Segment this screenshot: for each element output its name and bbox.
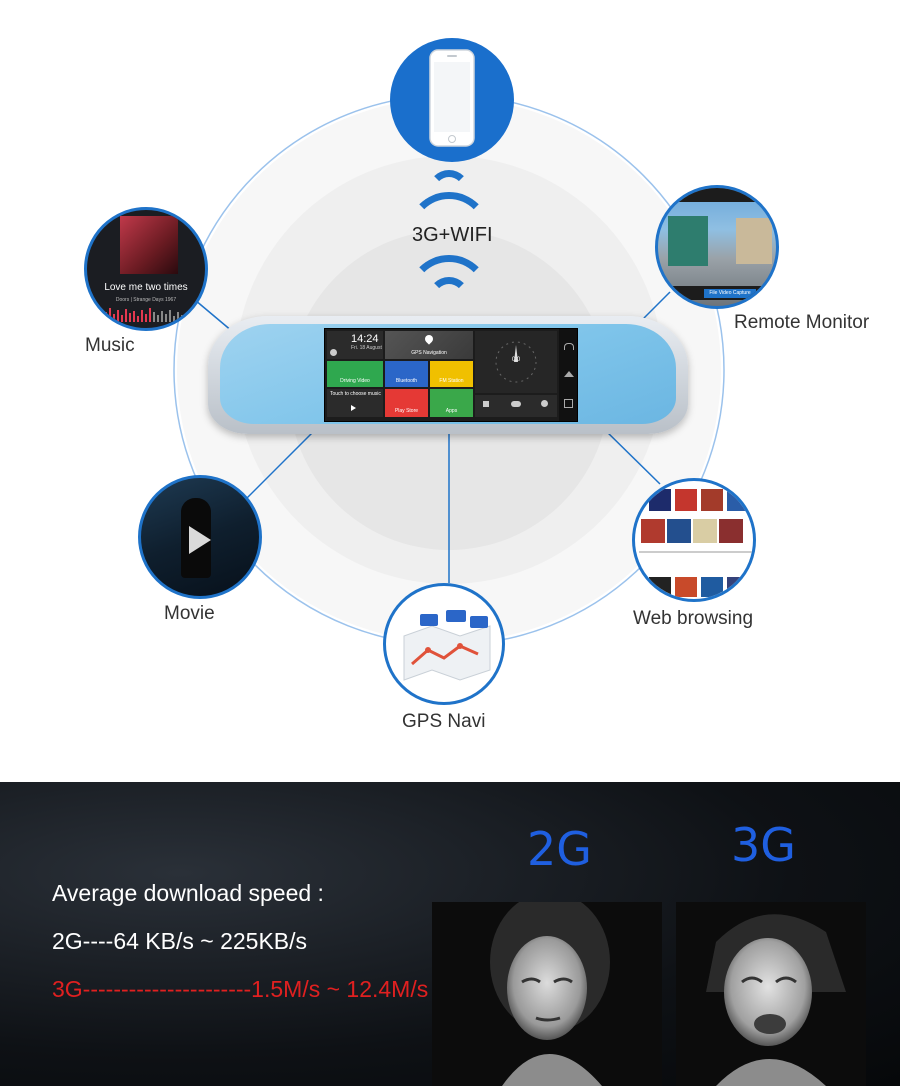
music-player-widget[interactable]: Touch to choose music xyxy=(327,389,383,417)
gps-label: GPS Navi xyxy=(402,711,486,732)
home-icon[interactable] xyxy=(564,371,574,377)
tile-bluetooth-label: Bluetooth xyxy=(395,378,418,384)
music-song-subtitle: Doors | Strange Days 1967 xyxy=(115,297,177,303)
gps-bubble xyxy=(383,583,505,705)
remote-monitor-label: Remote Monitor xyxy=(734,312,870,333)
download-speed-section: Average download speed : 2G----64 KB/s ~… xyxy=(0,782,900,1086)
music-label: Music xyxy=(85,335,135,356)
car-icon[interactable] xyxy=(511,401,521,407)
screen-side-bar xyxy=(559,329,577,421)
connector-web xyxy=(604,429,661,485)
wifi-wave-lower-large-icon xyxy=(407,255,491,339)
file-video-capture-button[interactable]: File Video Capture xyxy=(704,289,756,298)
web-thumb-3 xyxy=(701,489,723,511)
back-icon[interactable] xyxy=(564,343,574,350)
music-bubble: Love me two times Doors | Strange Days 1… xyxy=(84,207,208,331)
web-thumb-8 xyxy=(719,519,743,543)
clock-date: Fri. 18 August xyxy=(351,345,382,351)
speedometer-dial-icon xyxy=(495,341,537,383)
web-thumb-4 xyxy=(727,489,749,511)
volume-down-icon[interactable] xyxy=(483,401,489,407)
web-thumb-6 xyxy=(667,519,691,543)
mirror-dashcam: 14:24 Fri. 18 August GPS Navigation 0.0 xyxy=(208,316,688,434)
folded-map-icon xyxy=(403,610,491,681)
connector-movie xyxy=(244,429,316,501)
web-thumb-11 xyxy=(701,577,723,597)
tile-driving-video[interactable]: Driving Video xyxy=(327,361,383,387)
music-waveform-icon xyxy=(105,308,183,322)
face-3g-illustration xyxy=(676,902,866,1086)
play-icon[interactable] xyxy=(189,526,211,554)
play-icon[interactable] xyxy=(351,405,356,411)
web-browsing-label: Web browsing xyxy=(633,608,754,629)
tag-2g: 2G xyxy=(527,822,592,876)
mirror-screen: 14:24 Fri. 18 August GPS Navigation 0.0 xyxy=(324,328,578,422)
panel-2g-image xyxy=(432,902,662,1086)
web-thumb-5 xyxy=(641,519,665,543)
music-song-title: Love me two times xyxy=(104,282,188,293)
gps-navigation-label: GPS Navigation xyxy=(411,350,447,356)
web-thumb-7 xyxy=(693,519,717,543)
tile-fm-station-label: FM Station xyxy=(439,378,464,384)
brightness-icon[interactable] xyxy=(541,400,548,407)
settings-gear-icon[interactable] xyxy=(330,349,337,356)
tile-play-store[interactable]: Play Store xyxy=(385,389,428,417)
remote-top-bar xyxy=(658,188,776,202)
tile-driving-video-label: Driving Video xyxy=(340,378,370,384)
speed-line-2g: 2G----64 KB/s ~ 225KB/s xyxy=(52,928,308,954)
web-divider xyxy=(639,551,753,553)
recent-apps-icon[interactable] xyxy=(564,399,573,408)
remote-building-right xyxy=(736,218,772,264)
web-thumb-1 xyxy=(649,489,671,511)
speed-line-3g: 3G----------------------1.5M/s ~ 12.4M/s xyxy=(52,976,429,1002)
speedometer-widget: 0.0 xyxy=(475,331,557,393)
quick-controls xyxy=(475,395,557,417)
speed-heading: Average download speed : xyxy=(52,880,324,906)
album-cover xyxy=(120,216,178,274)
web-browsing-bubble xyxy=(632,478,756,602)
wifi-wave-small-icon xyxy=(428,170,470,212)
web-thumb-10 xyxy=(675,577,697,597)
tile-apps-label: Apps xyxy=(445,408,458,414)
smartphone-icon xyxy=(429,49,475,147)
web-thumb-9 xyxy=(649,577,671,597)
map-pin-icon xyxy=(423,333,435,345)
movie-label: Movie xyxy=(164,603,215,624)
clock-widget: 14:24 Fri. 18 August xyxy=(327,331,383,359)
movie-bubble xyxy=(138,475,262,599)
remote-monitor-bubble: File Video Capture xyxy=(655,185,779,309)
speed-readout: 0.0 xyxy=(511,357,521,363)
face-2g-illustration xyxy=(432,902,662,1086)
clock-time: 14:24 xyxy=(351,333,379,345)
web-thumb-2 xyxy=(675,489,697,511)
web-thumb-12 xyxy=(727,577,749,597)
tile-play-store-label: Play Store xyxy=(394,408,419,414)
wifi-wave-large-icon xyxy=(407,192,491,276)
panel-3g-image xyxy=(676,902,866,1086)
tile-bluetooth[interactable]: Bluetooth xyxy=(385,361,428,387)
phone-bubble xyxy=(390,38,514,162)
gps-navigation-tile[interactable]: GPS Navigation xyxy=(385,331,473,359)
feature-section: 3G+WIFI 14:24 Fri. 18 August GPS Navigat… xyxy=(84,38,870,732)
connection-label: 3G+WIFI xyxy=(412,224,493,246)
tile-fm-station[interactable]: FM Station xyxy=(430,361,473,387)
wifi-wave-lower-small-icon xyxy=(428,277,470,319)
tag-3g: 3G xyxy=(731,818,796,872)
music-prompt: Touch to choose music xyxy=(330,391,381,397)
remote-building-left xyxy=(668,216,708,266)
tile-apps[interactable]: Apps xyxy=(430,389,473,417)
